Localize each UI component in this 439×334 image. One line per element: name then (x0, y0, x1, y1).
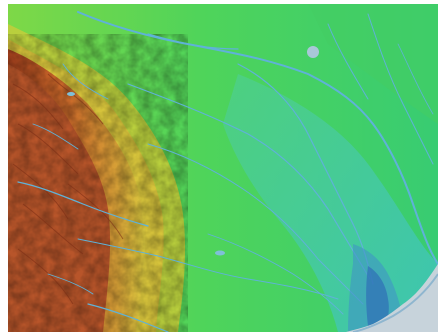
north-lowland (308, 4, 438, 124)
bay (346, 264, 438, 332)
bay-shore (352, 273, 438, 332)
small-pond (215, 250, 225, 256)
delta-lowland (223, 74, 438, 332)
urban-core (366, 266, 389, 326)
ridge-lines (12, 73, 124, 305)
north-lake (307, 46, 319, 58)
river-network (17, 11, 438, 332)
terrain-map[interactable] (8, 4, 438, 332)
mountain-lake (67, 92, 75, 96)
terrain-map-svg (8, 4, 438, 332)
relief-shading (8, 34, 188, 332)
